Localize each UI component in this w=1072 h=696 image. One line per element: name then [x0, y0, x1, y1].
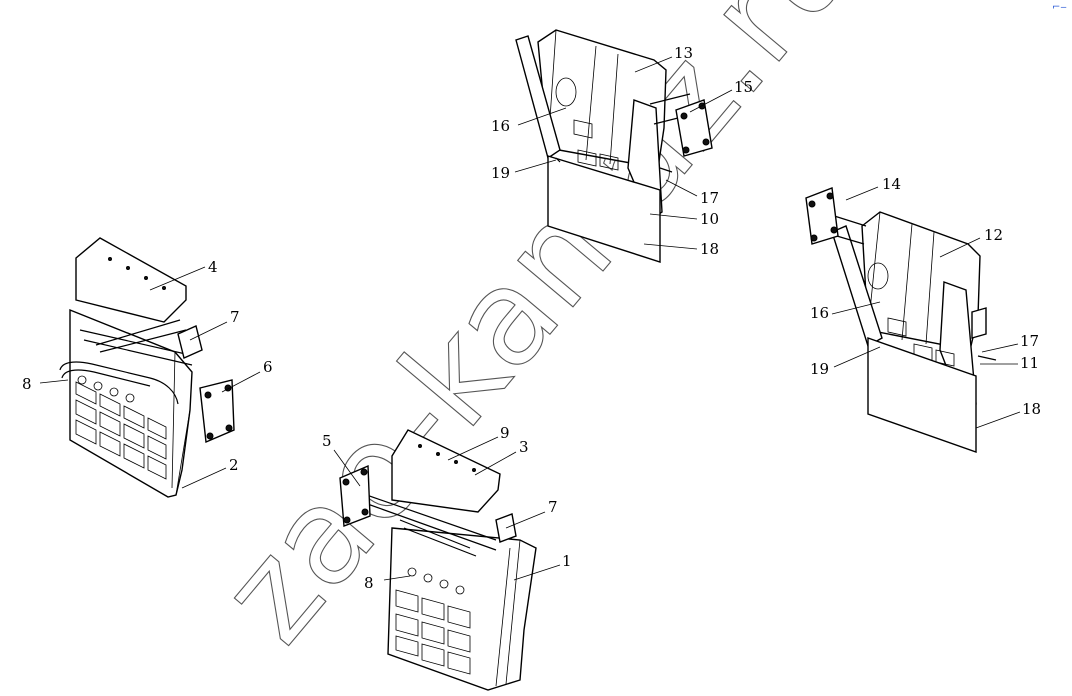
callout-1: 1	[562, 552, 572, 570]
corner-mark: ⌐‒	[1052, 2, 1067, 13]
callout-15: 15	[734, 78, 753, 96]
callout-18: 18	[700, 240, 719, 258]
callout-2: 2	[229, 456, 239, 474]
callout-7: 7	[548, 498, 558, 516]
callout-17: 17	[700, 189, 719, 207]
callout-5: 5	[322, 432, 332, 450]
assembly-bottom-mudguard	[339, 429, 537, 691]
callout-7: 7	[230, 308, 240, 326]
callout-14: 14	[882, 175, 901, 193]
leader-lines	[39, 56, 1021, 581]
callout-8: 8	[364, 574, 374, 592]
callout-19: 19	[491, 164, 510, 182]
assembly-left-mudguard	[59, 237, 235, 498]
callout-16: 16	[810, 304, 829, 322]
callout-17: 17	[1020, 332, 1039, 350]
callout-12: 12	[984, 226, 1003, 244]
callout-3: 3	[519, 438, 529, 456]
callout-19: 19	[810, 360, 829, 378]
callout-11: 10	[700, 210, 719, 228]
callout-6: 6	[263, 358, 273, 376]
callout-9: 9	[500, 424, 510, 442]
assembly-right-mudguard	[805, 187, 997, 453]
assembly-top-mudguard	[515, 29, 713, 263]
callout-8: 8	[22, 375, 32, 393]
callout-4: 4	[208, 258, 218, 276]
callout-labels: 4 7 6 8 2 5 9 3 7 8 1 13 15 16 19 17 10 …	[22, 44, 1041, 592]
callout-16: 16	[491, 117, 510, 135]
callout-13: 13	[674, 44, 693, 62]
callout-18: 18	[1022, 400, 1041, 418]
callout-10: 11	[1020, 354, 1039, 372]
